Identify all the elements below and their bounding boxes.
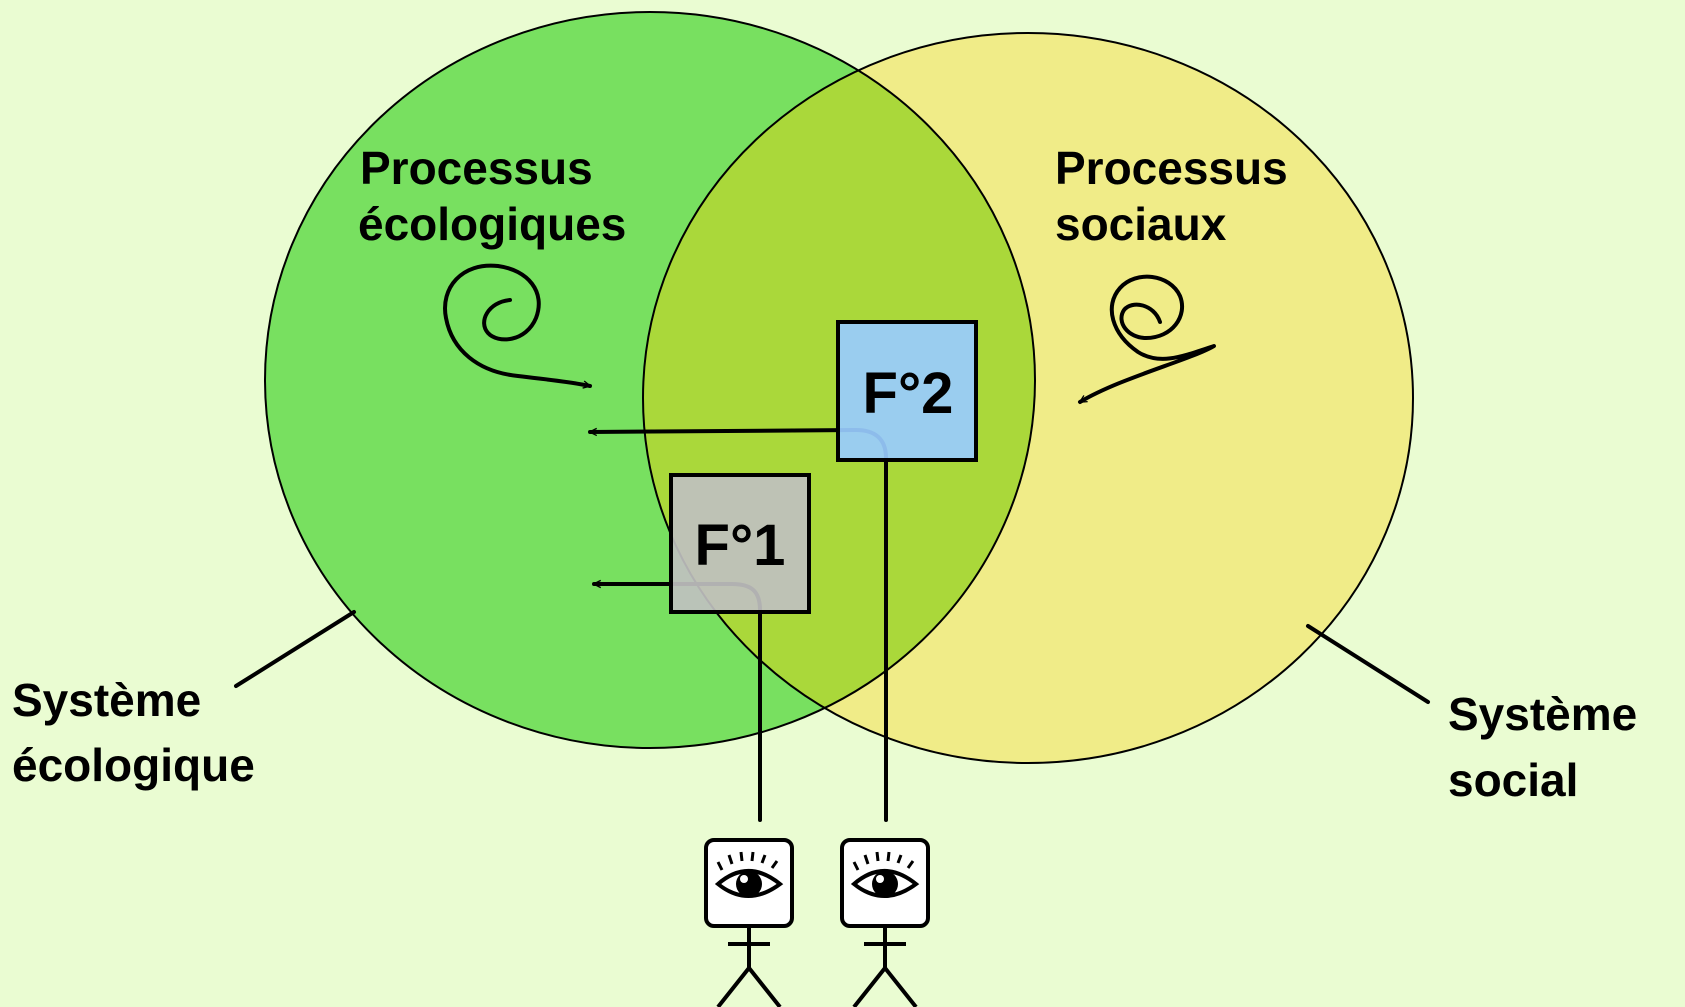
observer-2-icon [840,838,930,1007]
systeme-social-label-1: Système [1448,688,1637,740]
ecological-system-outline [264,11,1036,749]
processus-ecologiques-label-2: écologiques [358,198,626,250]
f1-box: F°1 [669,473,811,614]
spiral-ecological-arrow-icon [443,263,592,386]
systeme-ecologique-label-1: Système [12,674,201,726]
systeme-ecologique-label-2: écologique [12,739,255,791]
social-system-outline [642,32,1414,764]
f2-label: F°2 [863,361,954,426]
social-system-leader [1306,624,1430,704]
observer-1-icon [704,838,794,1007]
ecological-system-leader [234,610,356,688]
overlap-region [643,33,1035,748]
processus-sociaux-label-2: sociaux [1055,198,1227,250]
processus-ecologiques-label-1: Processus [360,142,593,194]
systeme-social-label-2: social [1448,754,1578,806]
processus-sociaux-label-1: Processus [1055,142,1288,194]
f1-label: F°1 [695,513,786,578]
spiral-social-arrow-body [1078,274,1216,404]
f2-box: F°2 [836,320,978,462]
